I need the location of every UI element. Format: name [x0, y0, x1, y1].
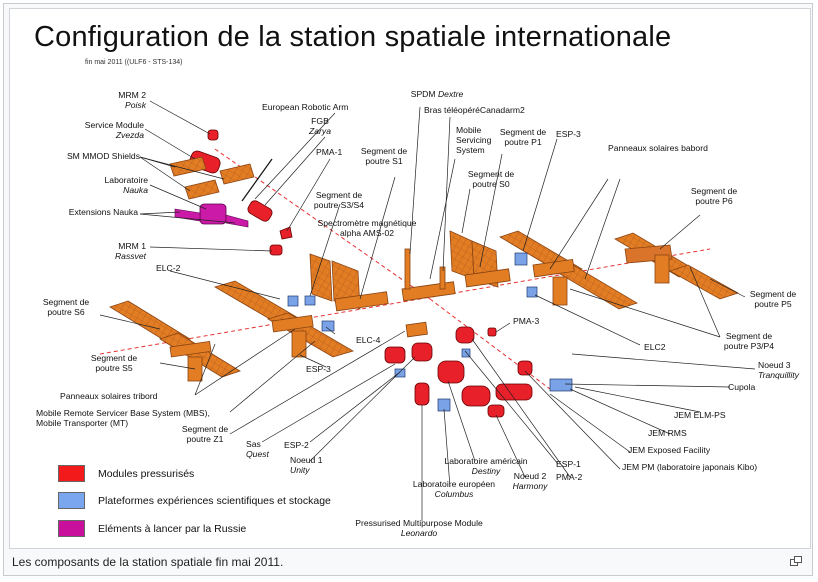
label-esp1: ESP-1 — [556, 459, 581, 469]
expand-icon[interactable] — [790, 556, 802, 566]
label-elc2-left: ELC-2 — [156, 263, 181, 273]
label-esp2: ESP-2 — [284, 440, 309, 450]
label-elc4: ELC-4 — [356, 335, 381, 345]
label-panneaux-babord: Panneaux solaires babord — [608, 143, 708, 153]
label-sm-mmod: SM MMOD Shields — [66, 151, 140, 161]
label-pma2: PMA-2 — [556, 472, 583, 482]
diagram-title: Configuration de la station spatiale int… — [34, 21, 672, 53]
label-jem-rms: JEM RMS — [648, 428, 687, 438]
pressurized-modules — [384, 326, 533, 418]
label-tribord: Panneaux solaires tribord — [60, 391, 158, 401]
russian-segment — [169, 129, 293, 256]
label-jem-pm: JEM PM (laboratoire japonais Kibo) — [622, 462, 758, 472]
label-jem-ef: JEM Exposed Facility — [628, 445, 711, 455]
label-esp3-top: ESP-3 — [556, 129, 581, 139]
label-pma3: PMA-3 — [513, 316, 540, 326]
image-caption: Les composants de la station spatiale fi… — [12, 555, 284, 569]
legend-swatch — [58, 520, 85, 537]
legend-swatch — [58, 465, 85, 482]
label-spdm: SPDM Dextre — [410, 89, 464, 99]
diagram-canvas: Configuration de la station spatiale int… — [9, 8, 811, 549]
label-pma1: PMA-1 — [316, 147, 343, 157]
legend-label: Eléments à lancer par la Russie — [98, 523, 247, 535]
label-mbs: Mobile Remote Servicer Base System (MBS)… — [36, 408, 210, 428]
diagram-subtitle: fin mai 2011 ((ULF6 - STS-134) — [85, 59, 183, 66]
label-canadarm: Bras télé­opéréCanadarm2 — [424, 105, 525, 115]
image-frame: Configuration de la station spatiale int… — [3, 3, 813, 576]
label-esp3-bottom: ESP-3 — [306, 364, 331, 374]
solar-arrays-port — [449, 230, 739, 310]
legend-label: Modules pressurisés — [98, 468, 195, 480]
experiment-platforms — [287, 252, 573, 412]
label-era: European Robotic Arm — [262, 102, 349, 112]
legend-swatch — [58, 492, 85, 509]
truss-segments — [169, 248, 670, 382]
label-cupola: Cupola — [728, 382, 756, 392]
legend-label: Plateformes expériences scientifiques et… — [98, 495, 331, 507]
iss-diagram — [99, 100, 756, 521]
label-jem-elm: JEM ELM-PS — [674, 410, 726, 420]
label-ext-nauka: Extensions Nauka — [68, 207, 138, 217]
leader-lines — [99, 100, 756, 521]
label-elc2-right: ELC2 — [644, 342, 666, 352]
